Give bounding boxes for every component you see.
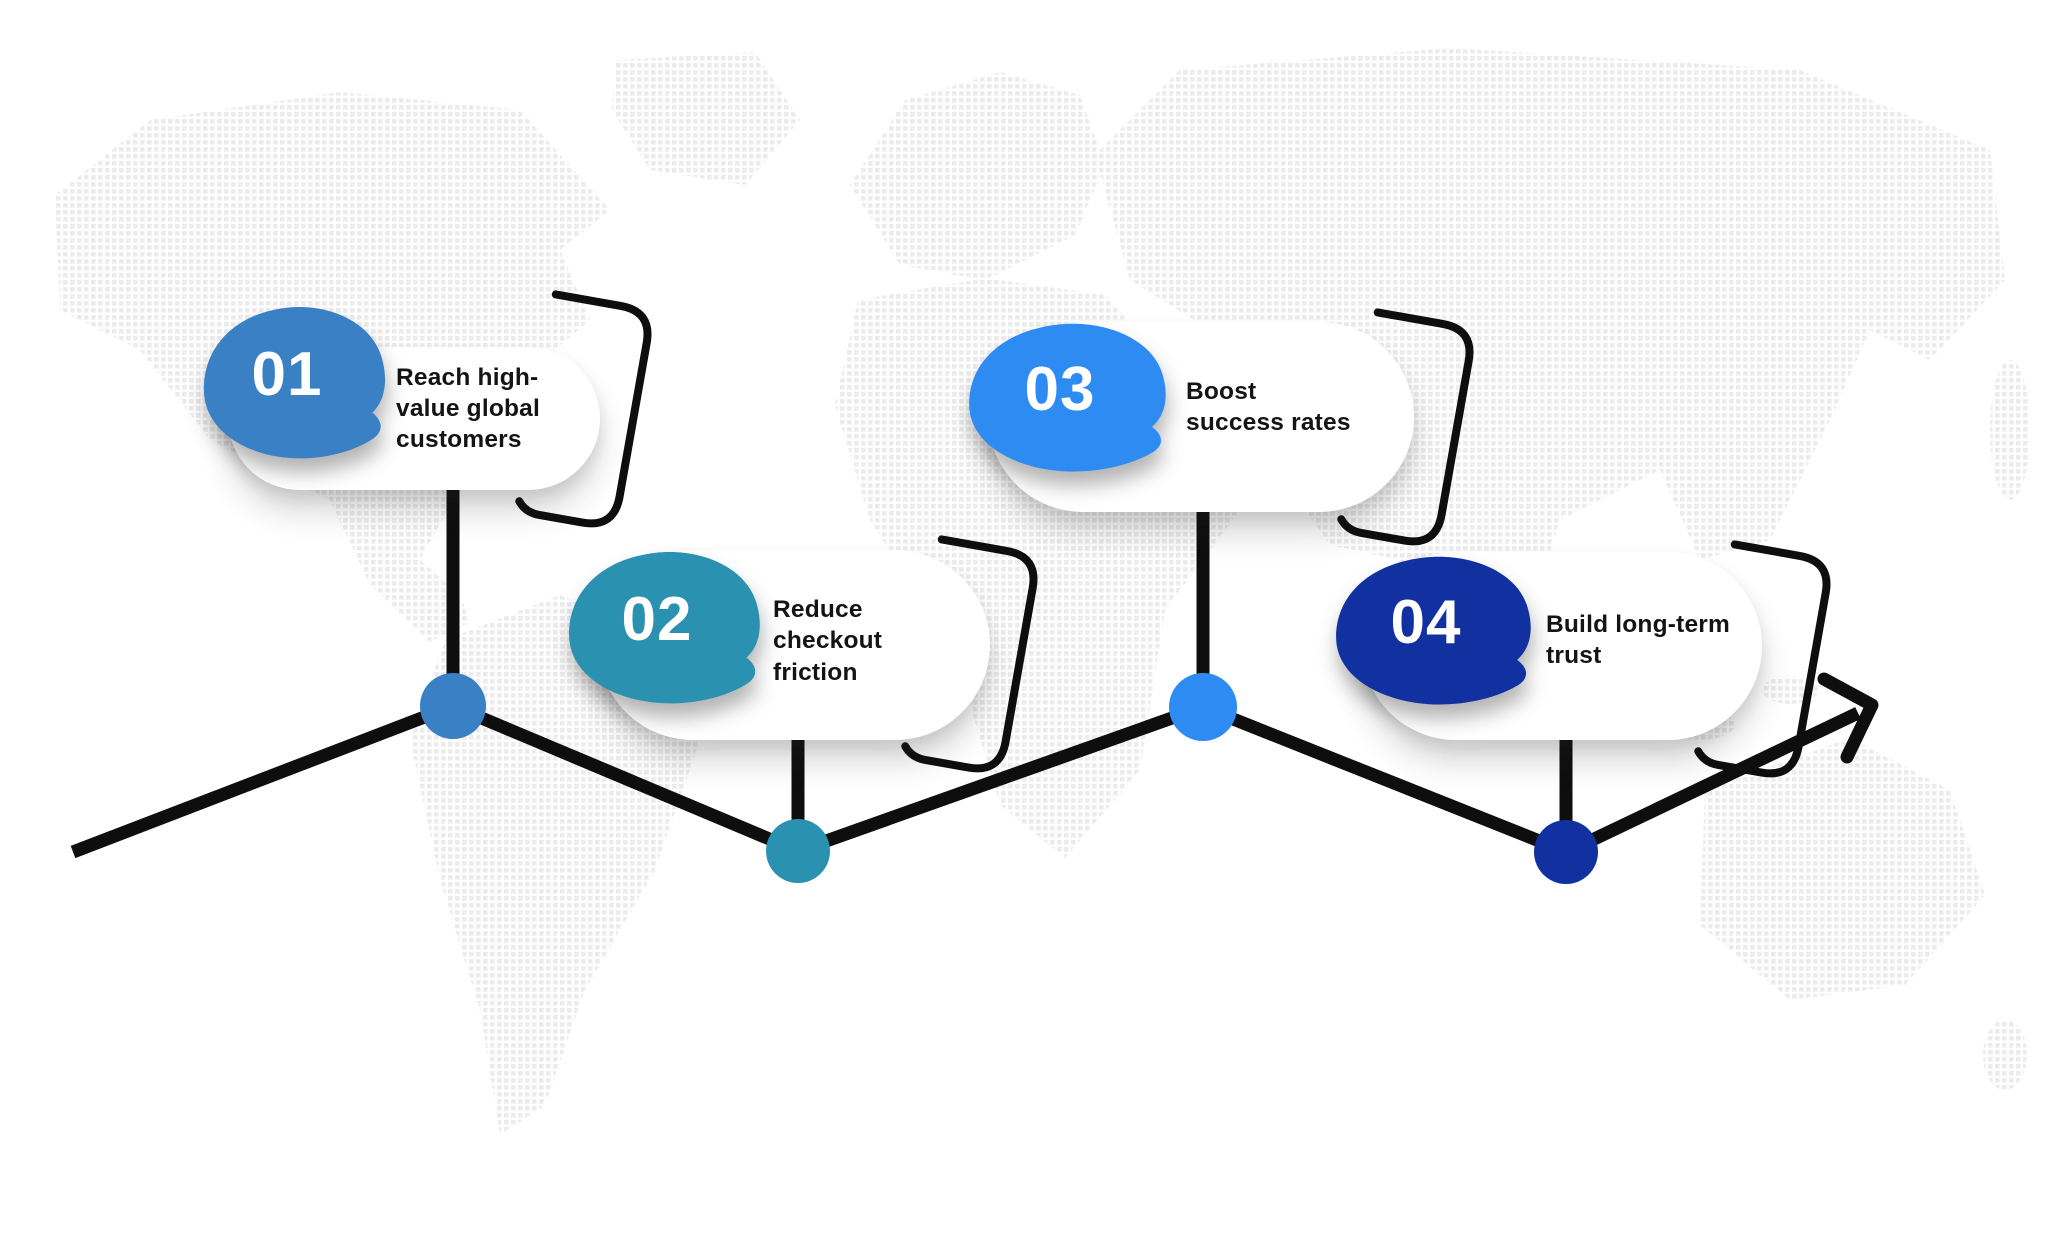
- milestone-dot-3: [1169, 673, 1237, 741]
- step-number-badge: 04: [1333, 546, 1535, 710]
- step-label-line: Build long-term: [1546, 610, 1731, 638]
- blob-shape: [969, 323, 1166, 472]
- step-number: 04: [1390, 587, 1462, 657]
- step-label: Build long-term trust: [1546, 546, 1730, 734]
- map-australia: [1700, 738, 1985, 1000]
- step-number: 02: [621, 584, 693, 654]
- step-label: Boost success rates: [1186, 312, 1351, 502]
- map-japan: [1990, 360, 2030, 500]
- step-number: 03: [1024, 354, 1096, 424]
- map-greenland: [612, 52, 800, 185]
- step-label-line: Boost: [1186, 377, 1257, 405]
- step-label-line: customers: [396, 426, 522, 454]
- milestone-dot-4: [1534, 820, 1598, 884]
- timeline-path: [70, 698, 1861, 860]
- milestone-dot-2: [766, 819, 830, 883]
- step-label-line: trust: [1546, 642, 1602, 669]
- step-label: Reach high- value global customers: [396, 337, 540, 480]
- blob-shape: [203, 306, 386, 459]
- step-number-badge: 02: [566, 541, 764, 709]
- step-label-line: Reduce: [773, 596, 863, 624]
- map-asia: [1095, 48, 2005, 690]
- step-label: Reduce checkout friction: [773, 546, 882, 736]
- map-europe: [850, 72, 1105, 280]
- step-number: 01: [251, 339, 323, 409]
- blob-shape: [569, 551, 760, 704]
- step-label-line: value global: [396, 394, 540, 422]
- tag-outline-icon: [901, 535, 1038, 773]
- step-label-line: checkout: [773, 627, 883, 655]
- step-number-badge: 01: [201, 296, 389, 464]
- tag-outline-icon: [1337, 308, 1474, 546]
- map-new-zealand: [1983, 1020, 2027, 1090]
- step-number-badge: 03: [966, 313, 1170, 477]
- tag-outline-icon: [515, 290, 652, 528]
- step-label-line: friction: [773, 658, 858, 686]
- blob-shape: [1336, 556, 1531, 705]
- tag-outline-icon: [1694, 540, 1831, 778]
- trend-arrow-icon: [1817, 672, 1879, 764]
- map-south-america: [410, 595, 700, 1135]
- step-label-line: success rates: [1186, 409, 1351, 436]
- step-label-line: Reach high-: [396, 363, 539, 391]
- milestone-dot-1: [420, 673, 486, 739]
